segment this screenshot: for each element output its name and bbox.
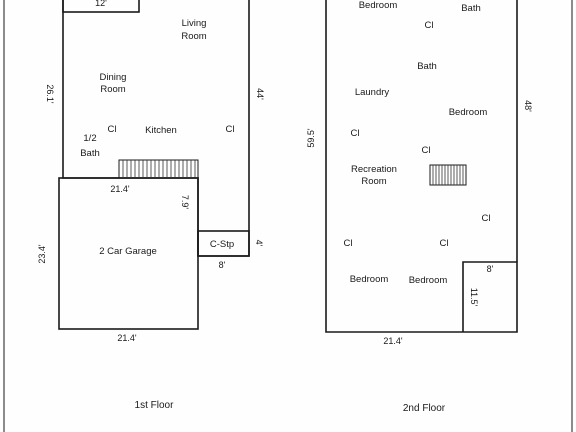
dim-left-upper: 26.1' (45, 84, 55, 104)
bath-top-label: Bath (461, 3, 481, 14)
bath-mid-label: Bath (417, 61, 437, 72)
closet-label: Cl (351, 128, 360, 139)
first-floor-caption: 1st Floor (135, 400, 175, 411)
closet-label: Cl (482, 213, 491, 224)
dim-notch-width: 8' (487, 264, 494, 274)
c-stp-label: C-Stp (210, 239, 234, 250)
dining-room-label-line2: Room (100, 84, 125, 95)
closet-label: Cl (344, 238, 353, 249)
closet-label: Cl (440, 238, 449, 249)
dim-garage-left: 23.4' (37, 244, 47, 264)
dim-right: 48' (523, 100, 533, 112)
second-floor-plan: Bedroom Bath Cl Bath Laundry Bedroom Cl … (306, 0, 533, 414)
dim-notch-height: 11.5' (469, 288, 479, 307)
c-stp-outline (197, 230, 250, 257)
dim-bottom: 21.4' (383, 336, 403, 346)
dim-cstp-height: 4' (254, 240, 264, 247)
living-room-label-line1: Living (182, 18, 207, 29)
dim-right-upper: 44' (255, 88, 265, 100)
living-room-label-line2: Room (181, 31, 206, 42)
closet-label: Cl (226, 124, 235, 135)
bedroom-bottom-right-label: Bedroom (409, 275, 448, 286)
dim-garage-bottom: 21.4' (117, 333, 137, 343)
dim-cstp-width: 8' (219, 260, 226, 270)
half-bath-label-line1: 1/2 (83, 133, 96, 144)
bedroom-bottom-left-label: Bedroom (350, 274, 389, 285)
laundry-label: Laundry (355, 87, 390, 98)
first-floor-stairs (118, 159, 199, 179)
kitchen-label: Kitchen (145, 125, 177, 136)
dim-left: 59.5' (306, 128, 316, 148)
garage-label: 2 Car Garage (99, 246, 157, 257)
closet-label: Cl (108, 124, 117, 135)
closet-label: Cl (425, 20, 434, 31)
dim-garage-top: 21.4' (110, 184, 130, 194)
closet-label: Cl (422, 145, 431, 156)
dim-garage-right: 7.9' (180, 195, 190, 210)
bedroom-top-label: Bedroom (359, 0, 398, 11)
dim-top: 12' (95, 0, 107, 8)
first-floor-plan: Living Room Dining Room Kitchen 1/2 Bath… (37, 0, 265, 411)
second-floor-caption: 2nd Floor (403, 403, 446, 414)
dining-room-label-line1: Dining (100, 72, 127, 83)
recreation-room-label-line1: Recreation (351, 164, 397, 175)
second-floor-outline-lower (325, 0, 518, 333)
half-bath-label-line2: Bath (80, 148, 100, 159)
bedroom-right-label: Bedroom (449, 107, 488, 118)
second-floor-stairs (429, 164, 467, 186)
recreation-room-label-line2: Room (361, 176, 386, 187)
